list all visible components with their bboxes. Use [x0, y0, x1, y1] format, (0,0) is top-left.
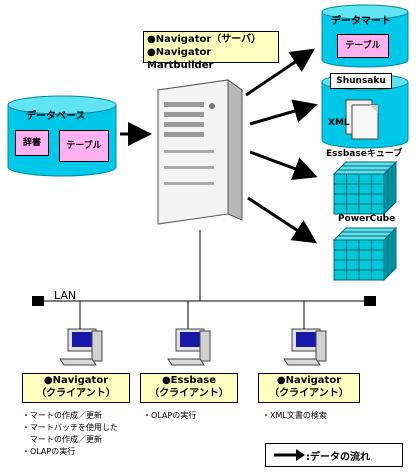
- powercube-icon: [332, 226, 398, 282]
- client-3-line2: （クライアント）: [269, 388, 349, 399]
- server-tower-icon: [156, 79, 244, 225]
- client-2-line1: ●Essbase: [161, 375, 217, 386]
- client-1-label-box: ●Navigator （クライアント）: [22, 373, 130, 403]
- essbase-cube-icon: [332, 160, 398, 216]
- lan-terminator-right: [364, 296, 376, 306]
- server-label-line1: ●Navigator（サーバ）: [147, 34, 262, 45]
- client-1-bullet-3: マートの作成／更新: [22, 435, 102, 444]
- server-label-box: ●Navigator（サーバ） ●Navigator Martbuilder: [143, 31, 279, 71]
- database-dict-box: 辞書: [15, 130, 49, 156]
- database-table-box: テーブル: [59, 130, 109, 162]
- client-2-label-box: ●Essbase （クライアント）: [140, 373, 238, 403]
- legend-box: :データの流れ: [265, 443, 403, 467]
- server-label-line2: ●Navigator Martbuilder: [147, 47, 214, 71]
- lan-terminator-left: [32, 296, 44, 306]
- essbase-cube-title: Essbaseキューブ: [326, 149, 403, 159]
- legend-text: :データの流れ: [306, 452, 370, 463]
- shunsaku-xml-label: XML: [328, 118, 350, 128]
- arrow-to-shunsaku: [249, 99, 318, 126]
- client-3-line1: ●Navigator: [276, 375, 342, 386]
- legend-arrow-icon: [274, 449, 305, 461]
- client-2-bullet-1: ・OLAPの実行: [143, 411, 197, 420]
- datamart-table-box: テーブル: [337, 34, 389, 58]
- client-3-bullet-1: ・XML文書の検索: [262, 411, 327, 420]
- shunsaku-title: Shunsaku: [330, 73, 392, 89]
- client-pc-icon-1: [59, 328, 103, 366]
- client-2-line2: （クライアント）: [149, 388, 229, 399]
- client-1-line2: （クライアント）: [36, 388, 116, 399]
- client-1-bullet-1: ・マートの作成／更新: [22, 411, 102, 420]
- database-title: データベース: [26, 111, 86, 122]
- powercube-title: PowerCube: [338, 214, 396, 224]
- client-1-bullet-4: ・OLAPの実行: [22, 447, 76, 456]
- client-1-line1: ●Navigator: [43, 375, 109, 386]
- client-pc-icon-3: [283, 328, 327, 366]
- arrow-to-powercube: [247, 196, 318, 244]
- arrow-to-essbase: [249, 150, 318, 180]
- datamart-title: データマート: [331, 16, 391, 27]
- client-pc-icon-2: [167, 328, 211, 366]
- client-3-label-box: ●Navigator （クライアント）: [258, 373, 360, 403]
- arrow-to-datamart: [245, 48, 315, 97]
- client-1-bullet-2: ・マートバッチを使用した: [22, 423, 118, 432]
- lan-label: LAN: [54, 289, 77, 302]
